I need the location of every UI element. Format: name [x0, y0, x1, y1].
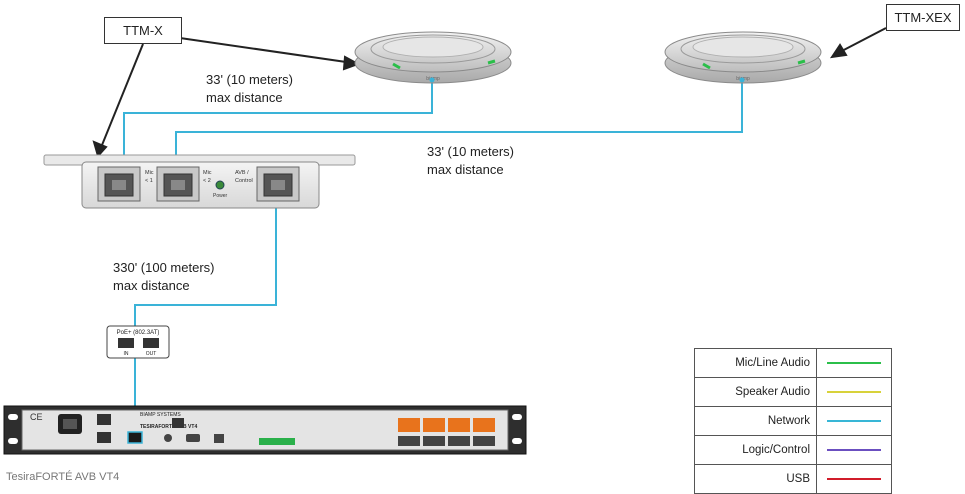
ttm-xex-microphone: biamp [664, 31, 822, 84]
svg-text:< 2: < 2 [203, 178, 211, 184]
callout-arrows [92, 27, 887, 159]
mic2-distance-label: 33' (10 meters) max distance [427, 144, 515, 177]
network-cables [123, 80, 743, 443]
legend-swatch [816, 464, 892, 494]
svg-text:Power: Power [213, 193, 228, 199]
legend-swatch-line [827, 391, 881, 393]
ttm-xex-callout: TTM-XEX [886, 4, 960, 31]
legend-label: Network [694, 406, 817, 436]
mic1-distance-label: 33' (10 meters) max distance [206, 72, 294, 105]
legend-row: Logic/Control [694, 435, 892, 465]
legend-swatch-line [827, 478, 881, 480]
svg-text:TESIRAFORTÉ AVB VT4: TESIRAFORTÉ AVB VT4 [140, 422, 197, 430]
legend-swatch-line [827, 362, 881, 364]
svg-text:CE: CE [30, 412, 43, 422]
svg-text:IN: IN [124, 351, 129, 357]
tesiraforte-rack-unit: CE BIAMP SYSTEMS TESIRAFORTÉ AVB VT4 [3, 405, 527, 455]
svg-text:Control: Control [235, 178, 253, 184]
legend-swatch-line [827, 420, 881, 422]
legend-row: Network [694, 406, 892, 436]
svg-text:PoE+ (802.3AT): PoE+ (802.3AT) [117, 330, 160, 336]
svg-text:OUT: OUT [146, 351, 157, 357]
svg-text:< 1: < 1 [145, 178, 153, 184]
ttm-x-callout: TTM-X [104, 17, 182, 44]
legend-label: Mic/Line Audio [694, 348, 817, 378]
rack-unit-caption: TesiraFORTÉ AVB VT4 [6, 471, 120, 483]
legend-row: USB [694, 464, 892, 494]
ttm-x-interface-box: Mic < 1 Mic < 2 Power AVB / Control [43, 154, 356, 209]
legend-swatch-line [827, 449, 881, 451]
svg-text:Mic: Mic [145, 170, 154, 176]
svg-text:Mic: Mic [203, 170, 212, 176]
svg-text:AVB /: AVB / [235, 170, 249, 176]
legend-label: Speaker Audio [694, 377, 817, 407]
poe-injector: PoE+ (802.3AT) IN OUT [106, 325, 170, 359]
network-distance-label: 330' (100 meters) max distance [113, 260, 215, 293]
legend-label: Logic/Control [694, 435, 817, 465]
legend-swatch [816, 406, 892, 436]
legend-label: USB [694, 464, 817, 494]
ttm-x-microphone: biamp [354, 31, 512, 84]
cable-mic1 [123, 80, 433, 186]
svg-text:BIAMP SYSTEMS: BIAMP SYSTEMS [140, 412, 181, 418]
legend-swatch [816, 348, 892, 378]
legend-swatch [816, 435, 892, 465]
legend-swatch [816, 377, 892, 407]
legend-row: Mic/Line Audio [694, 348, 892, 378]
legend-row: Speaker Audio [694, 377, 892, 407]
